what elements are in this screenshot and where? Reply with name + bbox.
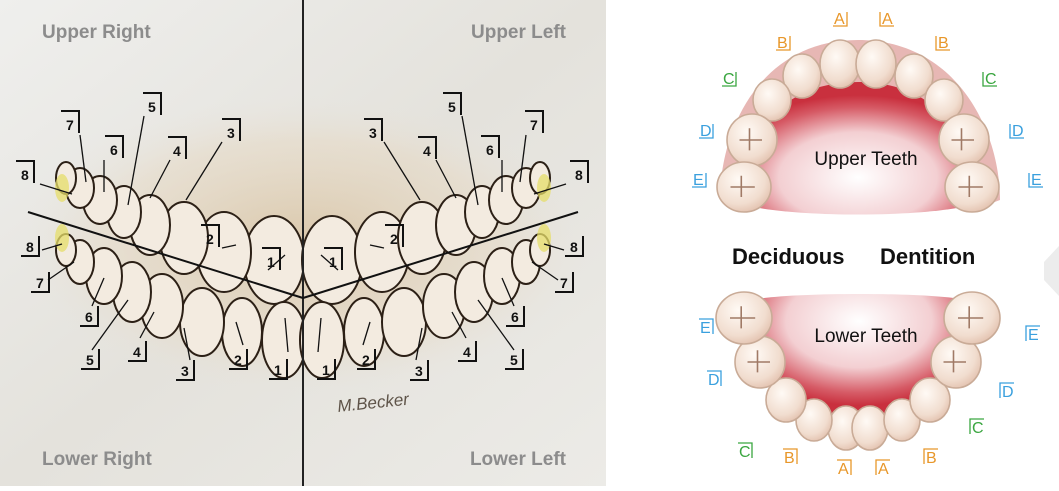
lower-left-letter-E: E [1028,327,1039,344]
lower-left-letter-C: C [972,420,984,437]
permanent-teeth-chart: Upper Right Upper Left Lower Right Lower… [0,0,606,486]
upper-teeth-label: Upper Teeth [814,149,917,170]
lower-left-letter-D: D [1002,384,1014,401]
upper-right-number-3: 3 [227,125,235,141]
upper-left-deciduous-A [856,40,896,88]
lower-left-number-3: 3 [415,363,423,379]
upper-left-number-3: 3 [369,125,377,141]
upper-right-deciduous-A [820,40,860,88]
lower-left-letter-B: B [926,450,937,467]
deciduous-title-word: Deciduous [732,244,844,269]
lower-left-tooth-3 [382,288,426,356]
lower-left-number-4: 4 [463,344,471,360]
lower-right-number-6: 6 [85,309,93,325]
upper-right-number-5: 5 [148,99,156,115]
upper-left-number-1: 1 [329,254,337,270]
wisdom-tooth-highlight [55,224,69,252]
quadrant-upper-left-label: Upper Left [471,22,567,43]
upper-left-number-8: 8 [575,167,583,183]
lower-right-number-5: 5 [86,352,94,368]
upper-left-number-6: 6 [486,142,494,158]
quadrant-lower-left-label: Lower Left [470,449,567,470]
lower-right-number-2: 2 [234,352,242,368]
lower-right-tooth-2 [222,298,262,366]
quadrant-upper-right-label: Upper Right [42,22,151,43]
upper-right-number-7: 7 [66,117,74,133]
upper-left-number-2: 2 [390,231,398,247]
lower-right-number-7: 7 [36,275,44,291]
lower-right-number-8: 8 [26,239,34,255]
lower-left-number-7: 7 [560,275,568,291]
lower-right-number-4: 4 [133,344,141,360]
upper-left-number-5: 5 [448,99,456,115]
wisdom-tooth-highlight [55,174,69,202]
lower-right-letter-D: D [708,372,720,389]
upper-right-number-4: 4 [173,143,181,159]
lower-right-letter-B: B [784,450,795,467]
lower-left-letter-A: A [878,461,889,478]
quadrant-lower-right-label: Lower Right [42,449,152,470]
upper-left-number-7: 7 [530,117,538,133]
lower-right-number-1: 1 [274,362,282,378]
lower-left-number-1: 1 [322,362,330,378]
upper-right-number-6: 6 [110,142,118,158]
upper-right-number-1: 1 [267,254,275,270]
lower-right-letter-E: E [700,320,711,337]
lower-left-number-6: 6 [511,309,519,325]
wisdom-tooth-highlight [537,224,551,252]
wisdom-tooth-highlight [537,174,551,202]
dentition-title-word: Dentition [880,244,975,269]
upper-right-number-8: 8 [21,167,29,183]
lower-right-tooth-3 [180,288,224,356]
lower-right-letter-A: A [838,461,849,478]
lower-right-number-3: 3 [181,363,189,379]
lower-left-number-2: 2 [362,352,370,368]
lower-teeth-label: Lower Teeth [814,326,917,347]
deciduous-dentition-chart: Upper Teeth Deciduous Dentition Lower Te… [692,11,1043,478]
lower-right-letter-C: C [739,444,751,461]
lower-left-deciduous-A [852,406,888,450]
edge-arrow-decoration [1044,246,1059,296]
lower-left-number-8: 8 [570,239,578,255]
lower-left-number-5: 5 [510,352,518,368]
upper-left-number-4: 4 [423,143,431,159]
upper-right-number-2: 2 [206,231,214,247]
